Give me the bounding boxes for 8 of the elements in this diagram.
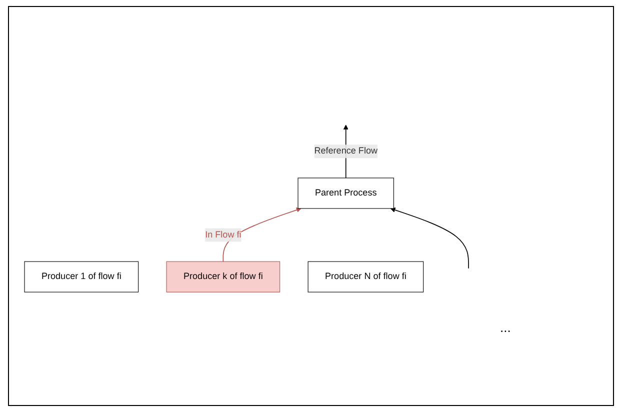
ellipsis-text: ... — [500, 320, 511, 335]
edge-label: Reference Flow — [314, 146, 378, 156]
process-box: Producer k of flow fi — [166, 261, 280, 292]
edge-label: In Flow fi — [205, 230, 242, 240]
arrow — [390, 208, 469, 269]
process-box: Producer N of flow fi — [308, 261, 424, 292]
process-box: Parent Process — [298, 178, 394, 209]
process-box: Producer 1 of flow fi — [24, 261, 139, 292]
